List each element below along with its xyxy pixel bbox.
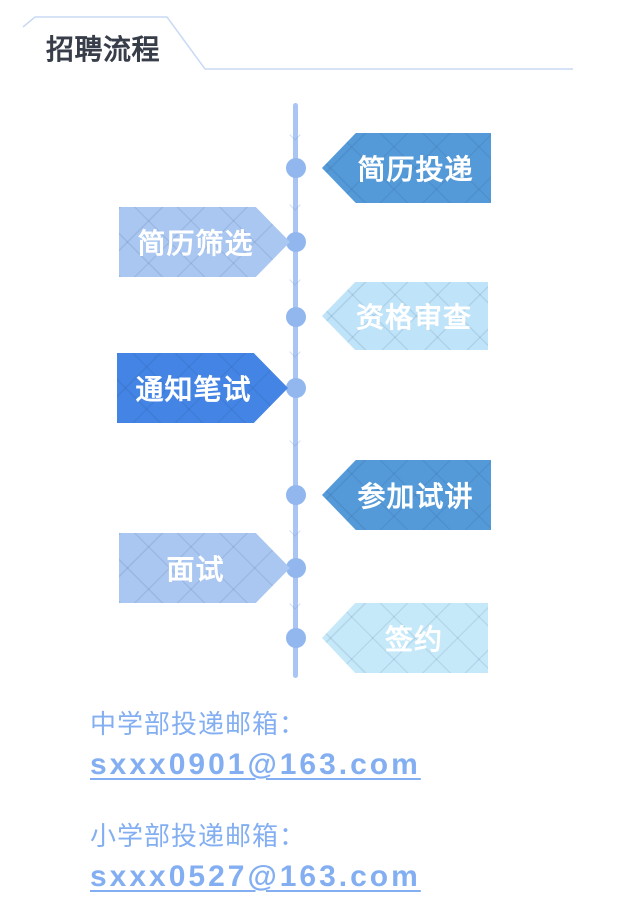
chevron-down-icon	[289, 274, 301, 286]
flow-step-label: 资格审查	[355, 302, 472, 333]
flow-step-label: 签约	[384, 624, 443, 655]
flow-step-label: 简历投递	[357, 154, 474, 185]
timeline-dot	[286, 378, 306, 398]
chevron-down-icon	[289, 598, 301, 610]
flow-step-6: 面试	[119, 533, 290, 603]
chevron-down-icon	[289, 435, 301, 447]
flow-step-label: 简历筛选	[137, 228, 254, 259]
flow-step-3: 资格审查	[322, 282, 488, 350]
timeline-dot	[286, 232, 306, 252]
flow-step-7: 签约	[322, 603, 488, 673]
header-decoration-line	[22, 16, 573, 70]
timeline-dot	[286, 485, 306, 505]
timeline-dot	[286, 558, 306, 578]
flow-step-label: 参加试讲	[357, 481, 474, 512]
flow-step-label: 面试	[166, 554, 225, 585]
chevron-down-icon	[289, 525, 301, 537]
page-title: 招聘流程	[46, 34, 161, 65]
middle-school-email-link[interactable]: sxxx0901@163.com	[90, 748, 421, 781]
timeline-dot	[286, 158, 306, 178]
flow-step-2: 简历筛选	[119, 207, 290, 277]
primary-school-email-label: 小学部投递邮箱：	[90, 821, 307, 851]
timeline-dot	[286, 307, 306, 327]
chevron-down-icon	[289, 346, 301, 358]
timeline-dot	[286, 628, 306, 648]
middle-school-email-label: 中学部投递邮箱：	[90, 709, 307, 739]
primary-school-email-link[interactable]: sxxx0527@163.com	[90, 860, 421, 893]
flow-step-5: 参加试讲	[322, 460, 491, 530]
chevron-down-icon	[289, 129, 301, 141]
flow-step-4: 通知笔试	[117, 353, 288, 423]
flow-step-label: 通知笔试	[135, 374, 252, 405]
chevron-down-icon	[289, 199, 301, 211]
flow-step-1: 简历投递	[322, 133, 491, 203]
